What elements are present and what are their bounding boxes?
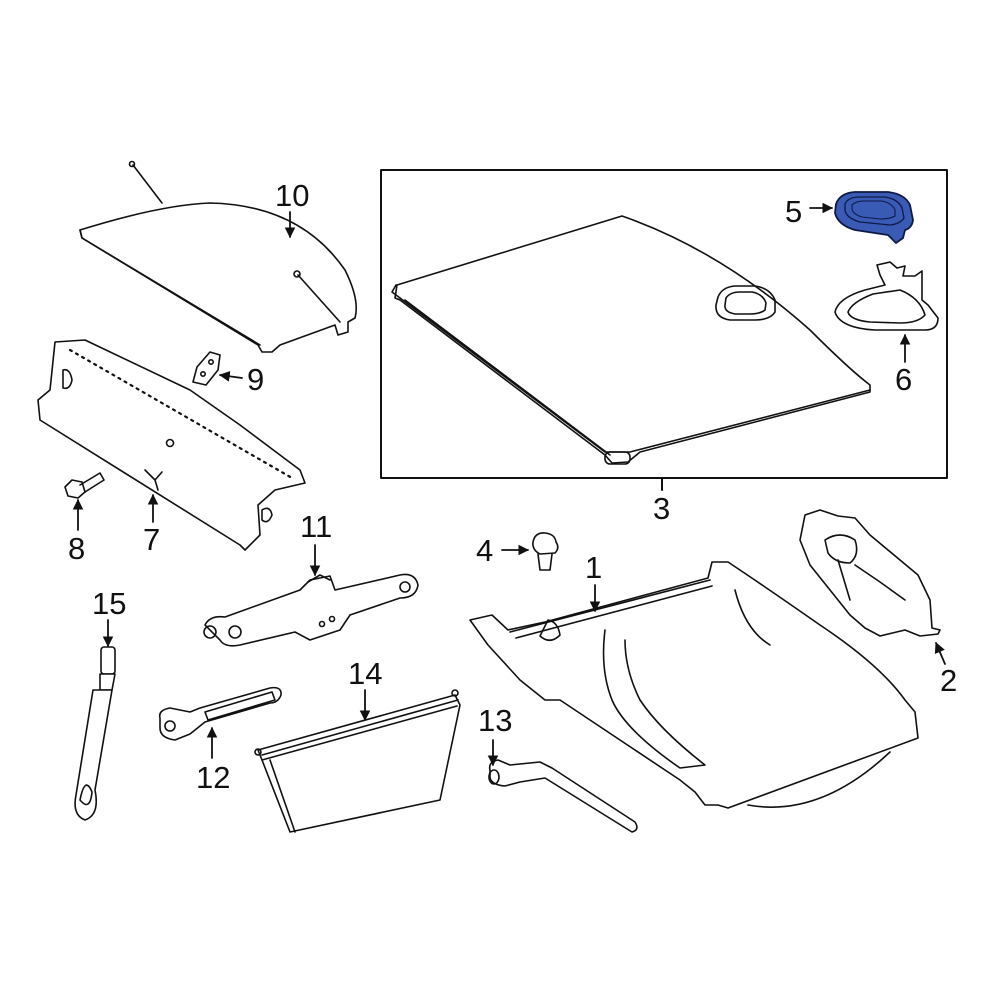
callout-4[interactable]: 4 — [476, 533, 494, 568]
callout-13[interactable]: 13 — [478, 703, 513, 738]
assembly-box — [380, 169, 948, 479]
part-3-floor-board[interactable] — [391, 215, 871, 465]
part-1-trunk-floor[interactable] — [469, 561, 919, 809]
part-14-tool-bag[interactable] — [254, 689, 461, 833]
part-2-storage-tray[interactable] — [799, 509, 941, 637]
callout-15[interactable]: 15 — [92, 586, 127, 621]
part-11-jack[interactable] — [203, 573, 419, 647]
part-4-push-clip[interactable] — [532, 532, 559, 571]
callout-7[interactable]: 7 — [143, 522, 161, 557]
callout-5[interactable]: 5 — [785, 194, 803, 229]
callout-9[interactable]: 9 — [247, 362, 265, 397]
part-7-rear-trim-panel[interactable] — [37, 339, 306, 551]
callout-2[interactable]: 2 — [940, 663, 958, 698]
callout-6[interactable]: 6 — [895, 362, 913, 397]
leader-lines — [72, 202, 946, 767]
callout-3[interactable]: 3 — [653, 491, 671, 526]
part-6-handle-strap[interactable] — [834, 261, 939, 331]
callout-14[interactable]: 14 — [348, 656, 383, 691]
callout-8[interactable]: 8 — [68, 531, 86, 566]
part-8-bolt[interactable] — [64, 472, 105, 499]
callout-1[interactable]: 1 — [585, 550, 603, 585]
part-5-handle-cover[interactable] — [834, 191, 914, 244]
part-15-tow-hook[interactable] — [74, 646, 116, 821]
part-9-bracket[interactable] — [192, 351, 221, 386]
part-12-wrench[interactable] — [158, 686, 282, 741]
part-10-tonneau-cover[interactable] — [79, 160, 358, 353]
callout-12[interactable]: 12 — [196, 760, 231, 795]
callout-11[interactable]: 11 — [300, 509, 333, 544]
part-13-lug-wrench[interactable] — [488, 759, 638, 833]
callout-10[interactable]: 10 — [275, 178, 310, 213]
